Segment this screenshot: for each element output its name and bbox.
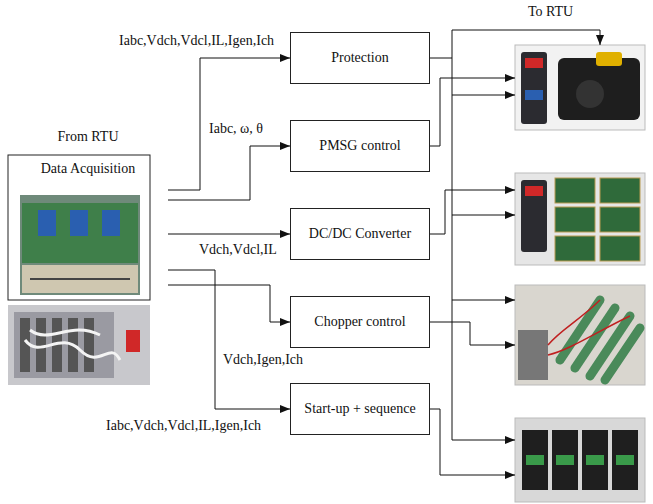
chopper-device [518,330,548,380]
signal-label: Vdch,Vdcl,IL [198,242,278,258]
signal-connector [168,270,290,409]
startup-output-wire [430,409,515,475]
signal-label: Iabc,Vdch,Vdcl,IL,Igen,Ich [118,33,275,49]
acquisition-photo [20,195,140,295]
shaft-flange [576,80,604,108]
power-board [600,207,640,232]
contactor-photo [515,418,645,502]
box-text: Chopper control [314,314,405,330]
protection-wire [452,215,515,216]
controller-board [521,52,547,124]
box-text: Start-up + sequence [304,401,415,417]
acquisition-box: From RTU Data Acquisition [8,125,168,300]
contactor [522,430,548,490]
box-text: Data Acquisition [8,161,168,177]
rack-slot [84,318,94,372]
pcb-board [22,203,138,263]
cable [25,340,120,360]
box-text: DC/DC Converter [309,226,411,242]
relay [102,210,120,236]
pmsg-output-wire [430,78,515,146]
process-box: Chopper control [290,296,430,348]
photo-frame [515,418,645,502]
photo-frame [20,195,140,295]
contactor [582,430,608,490]
resistor [560,300,600,360]
dcdc-output-wire [430,190,515,234]
signal-label: Iabc, ω, θ [208,121,264,137]
heading-text: From RTU [8,129,168,145]
controller-board [521,180,547,252]
cable [30,330,100,335]
destination-label: To RTU [527,4,574,20]
terminal-strip [22,265,138,293]
signal-connector [168,234,290,235]
protection-wire [452,95,515,96]
contactor-label [556,455,574,465]
photo-frame [515,45,645,130]
contactor-label [526,455,544,465]
power-board [600,178,640,203]
box-text: PMSG control [319,138,400,154]
photo-frame [8,305,150,385]
resistor [605,328,640,380]
acquisition-border [8,155,150,300]
box-text: Protection [331,50,389,66]
to-rtu-wire [452,30,600,58]
process-box: Start-up + sequence [290,383,430,435]
board-part [525,58,543,68]
signal-label: Vdch,Igen,Ich [222,352,304,368]
protection-wire [452,440,515,441]
wire [548,316,630,355]
process-box: Protection [290,32,430,84]
power-board [555,207,595,232]
generator-body [558,58,640,120]
contactor-label [586,455,604,465]
chopper-photo [515,285,645,385]
process-box: DC/DC Converter [290,208,430,260]
rack-photo [8,305,150,385]
board-part [525,186,543,196]
relay [70,210,88,236]
photo-frame [515,285,645,385]
process-box: PMSG control [290,120,430,172]
terminal-screws [30,278,130,280]
contactor-label [616,455,634,465]
power-board [600,236,640,261]
board-part [525,90,543,100]
protection-bus [430,58,452,440]
power-board [555,236,595,261]
red-module [126,330,140,352]
signal-connector [168,146,290,200]
converter-photo [515,173,645,265]
relay [38,210,56,236]
photo-frame [515,173,645,265]
signal-connector [168,285,290,322]
power-board [555,178,595,203]
signal-label: Iabc,Vdch,Vdcl,IL,Igen,Ich [105,418,262,434]
output-wires [430,30,600,475]
motor-photo [515,45,645,130]
wire [548,300,600,345]
chopper-output-wire [430,322,515,345]
protection-wire [452,300,515,301]
contactor [612,430,638,490]
contactor [552,430,578,490]
signal-connector [168,58,290,190]
connector [596,52,622,66]
